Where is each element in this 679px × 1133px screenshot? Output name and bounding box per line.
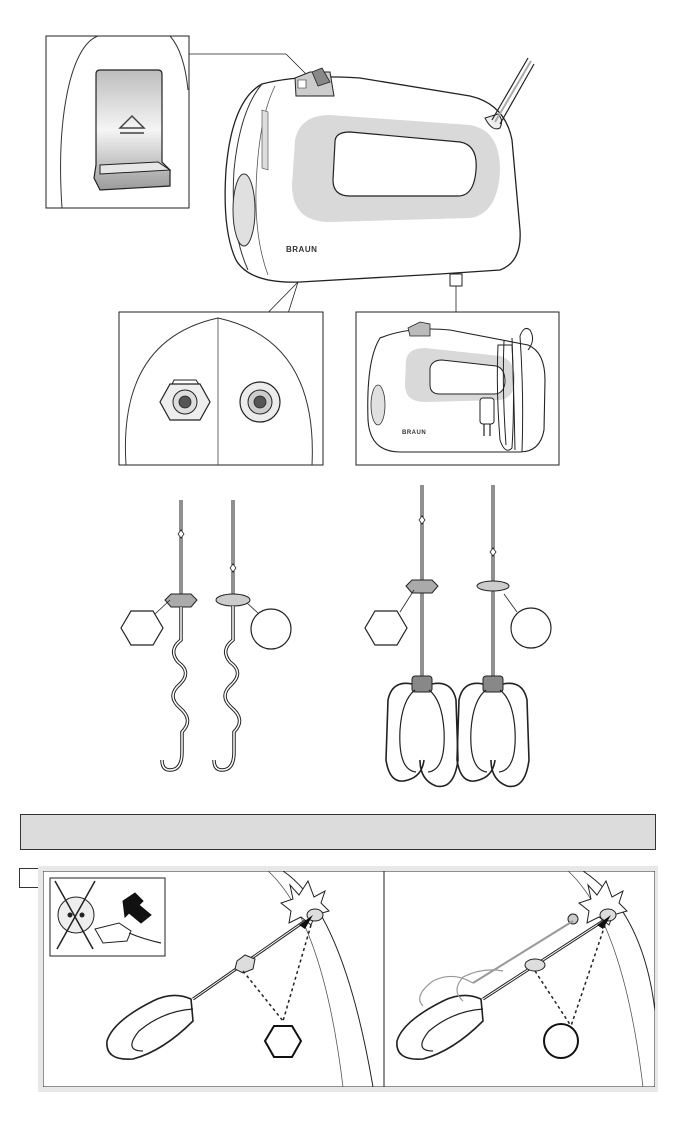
step-illustration bbox=[43, 871, 655, 1087]
section-banner bbox=[20, 814, 656, 850]
cord-storage-inset: BRAUN bbox=[356, 312, 559, 465]
circle-marker-beaters bbox=[504, 594, 551, 648]
dough-hook-hexagon bbox=[162, 500, 197, 770]
top-illustration: BRAUN BRAUN bbox=[0, 0, 679, 800]
hexagon-marker-step bbox=[265, 1026, 301, 1057]
dough-hook-round bbox=[214, 500, 250, 770]
hexagon-marker-beaters bbox=[365, 590, 414, 645]
circle-marker-step bbox=[544, 1024, 578, 1058]
unplug-warning bbox=[50, 878, 165, 956]
hexagon-marker-hooks bbox=[121, 600, 170, 645]
brand-logo: BRAUN bbox=[286, 245, 317, 254]
round-socket bbox=[240, 382, 280, 422]
step-checkbox bbox=[19, 868, 39, 888]
sockets-inset bbox=[119, 312, 323, 465]
brand-logo-small: BRAUN bbox=[402, 430, 426, 436]
circle-marker-hooks bbox=[247, 603, 291, 649]
